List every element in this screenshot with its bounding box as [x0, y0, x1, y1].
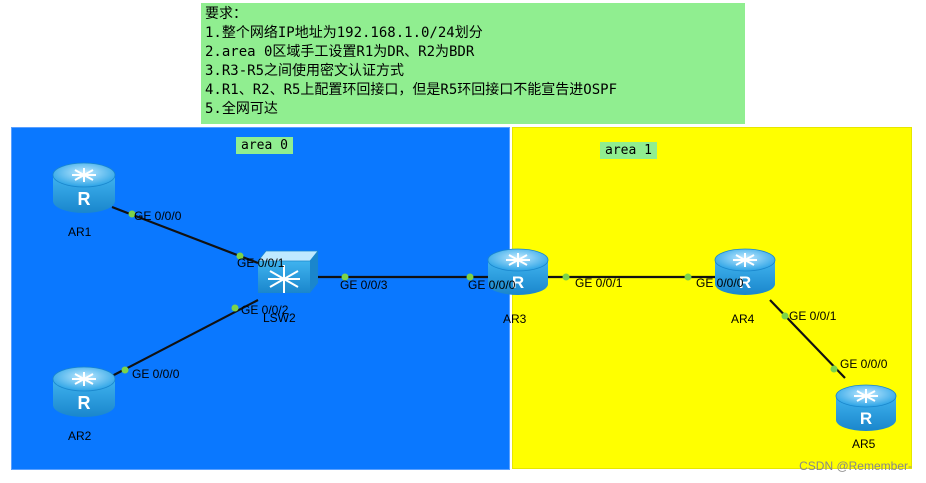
ar5-port-ge000: GE 0/0/0 — [840, 357, 888, 371]
svg-text:R: R — [512, 273, 524, 292]
lsw2-port-ge002: GE 0/0/2 — [241, 303, 289, 317]
ar5-label: AR5 — [852, 437, 876, 451]
ar4-port-ge001: GE 0/0/1 — [789, 309, 837, 323]
requirements-box: 要求： 1.整个网络IP地址为192.168.1.0/24划分 2.area 0… — [201, 3, 745, 124]
ar2-router-icon[interactable]: R — [52, 366, 116, 417]
link-ar1-lsw2 — [111, 205, 259, 265]
ar2-label: AR2 — [68, 429, 92, 443]
lsw2-switch-icon[interactable] — [257, 250, 319, 293]
requirement-5: 5.全网可达 — [205, 101, 278, 117]
ar3-label: AR3 — [503, 312, 527, 326]
svg-text:R: R — [739, 273, 751, 292]
area-1-label: area 1 — [600, 142, 657, 159]
requirement-4: 4.R1、R2、R5上配置环回接口，但是R5环回接口不能宣告进OSPF — [205, 82, 618, 98]
requirement-1: 1.整个网络IP地址为192.168.1.0/24划分 — [205, 25, 483, 41]
link-ar4-ar5 — [769, 299, 846, 379]
lsw2-label: LSW2 — [263, 311, 296, 325]
ar1-port-ge000: GE 0/0/0 — [134, 209, 182, 223]
svg-text:R: R — [78, 393, 91, 413]
requirements-heading: 要求： — [205, 6, 247, 22]
ar4-router-icon[interactable]: R — [714, 248, 776, 295]
area-0-label: area 0 — [236, 137, 293, 154]
requirement-3: 3.R3-R5之间使用密文认证方式 — [205, 63, 405, 79]
ar2-port-ge000: GE 0/0/0 — [132, 367, 180, 381]
requirement-2: 2.area 0区域手工设置R1为DR、R2为BDR — [205, 44, 475, 60]
link-ar2-lsw2 — [111, 299, 259, 377]
ar3-port-ge001: GE 0/0/1 — [575, 276, 623, 290]
ar1-router-icon[interactable]: R — [52, 162, 116, 213]
svg-text:R: R — [78, 189, 91, 209]
ar3-router-icon[interactable]: R — [487, 248, 549, 295]
port-dots — [121, 210, 838, 374]
ar5-router-icon[interactable]: R — [835, 384, 897, 431]
ar1-label: AR1 — [68, 225, 92, 239]
ar3-port-ge000: GE 0/0/0 — [468, 278, 516, 292]
watermark: CSDN @Remember- — [799, 459, 912, 473]
lsw2-port-ge001: GE 0/0/1 — [237, 256, 285, 270]
lsw2-port-ge003: GE 0/0/3 — [340, 278, 388, 292]
ar4-label: AR4 — [731, 312, 755, 326]
ar4-port-ge000: GE 0/0/0 — [696, 276, 744, 290]
svg-text:R: R — [860, 409, 872, 428]
